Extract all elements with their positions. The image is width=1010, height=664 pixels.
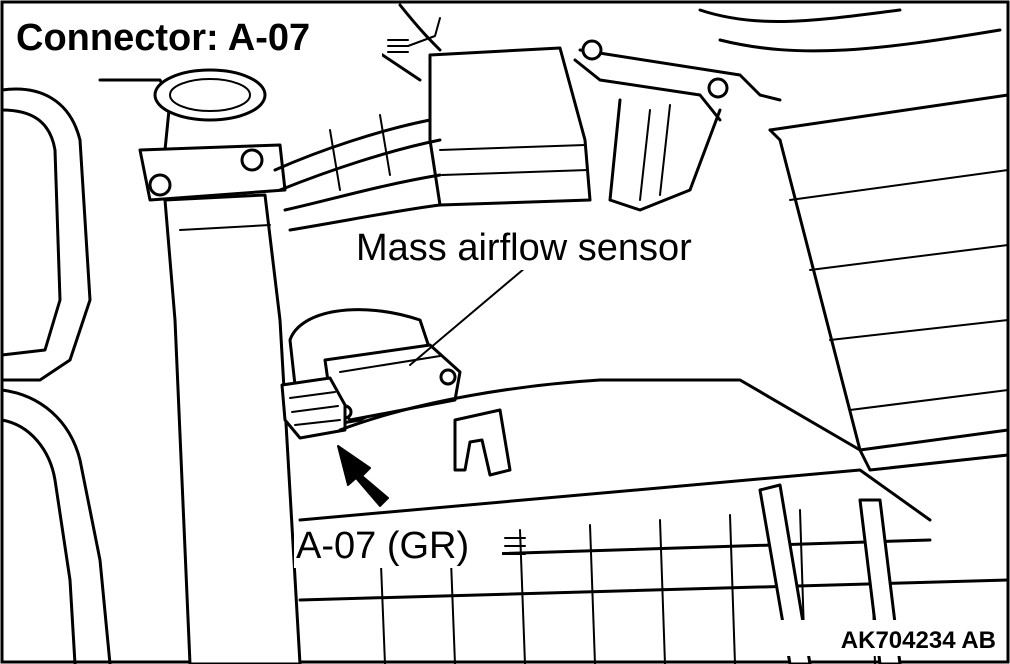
- connector-callout-backdrop: [294, 522, 502, 568]
- left-hoses: [0, 68, 302, 664]
- connector-leader-hatch: [504, 537, 526, 555]
- connector-callout-label: A-07 (GR): [296, 525, 469, 567]
- leader-lines: [387, 17, 526, 555]
- connector-pointer-arrow: [337, 445, 389, 507]
- diagram-title: Connector: A-07: [16, 17, 310, 59]
- sensor-callout-label: Mass airflow sensor: [356, 227, 692, 269]
- air-cleaner-cover: [768, 93, 1010, 472]
- sensor-leader-line: [409, 267, 526, 366]
- mass-airflow-sensor: [280, 308, 462, 440]
- figure-code-backdrop: [770, 620, 1002, 656]
- title-leader-line: [407, 17, 441, 47]
- title-leader-hatch: [387, 39, 409, 53]
- engine-top-parts: [328, 3, 1002, 212]
- figure-code: AK704234 AB: [841, 627, 996, 654]
- sensor-callout-backdrop: [352, 222, 760, 270]
- upper-harness: [273, 114, 442, 232]
- title-backdrop: [10, 12, 382, 60]
